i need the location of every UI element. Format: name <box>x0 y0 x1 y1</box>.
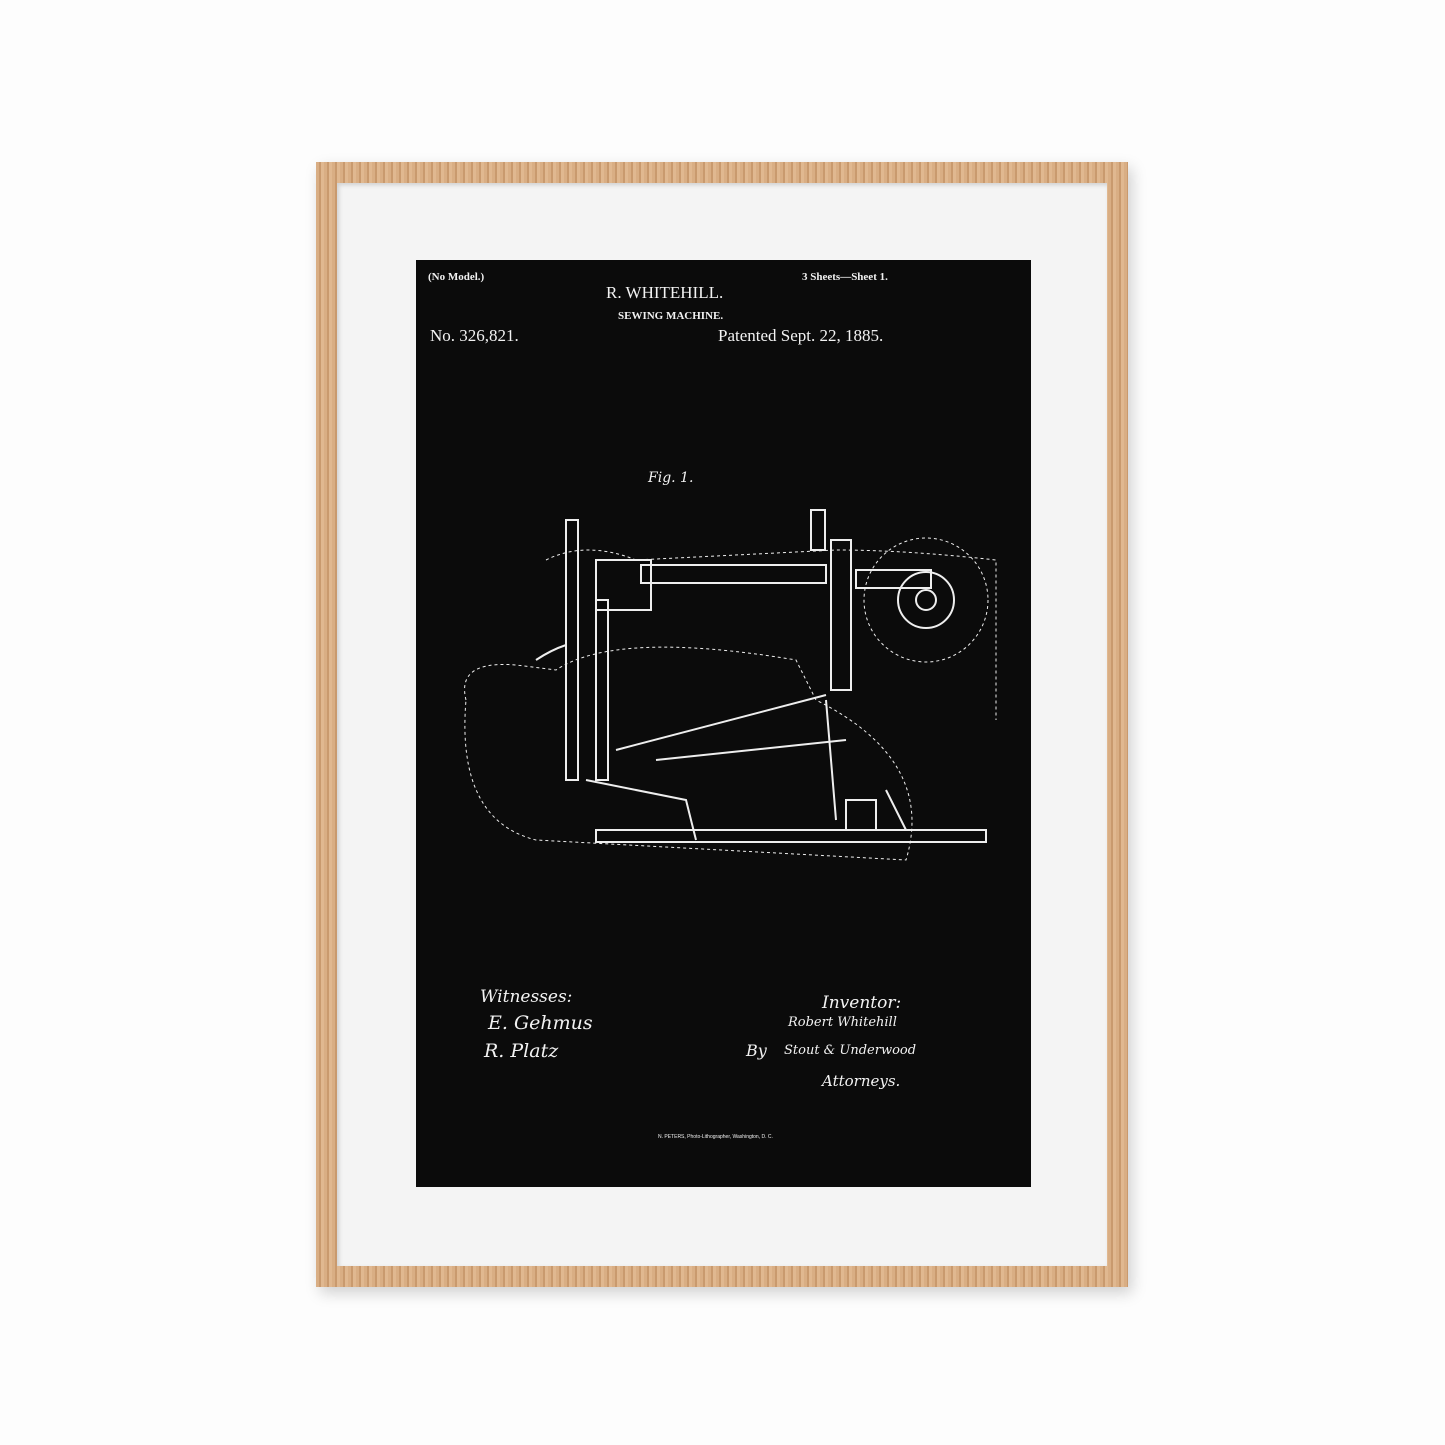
attorneys-signature: Stout & Underwood <box>784 1043 917 1058</box>
patent-print: (No Model.) 3 Sheets—Sheet 1. R. WHITEHI… <box>416 260 1031 1187</box>
printer-credit: N. PETERS, Photo-Lithographer, Washingto… <box>658 1134 773 1140</box>
no-model-label: (No Model.) <box>428 271 485 283</box>
wooden-frame: (No Model.) 3 Sheets—Sheet 1. R. WHITEHI… <box>316 162 1128 1287</box>
witness-signature-1: E. Gehmus <box>488 1012 593 1034</box>
inventor-heading: R. WHITEHILL. <box>606 283 724 302</box>
attorneys-label: Attorneys. <box>822 1072 901 1090</box>
patent-date: Patented Sept. 22, 1885. <box>718 326 884 345</box>
by-label: By <box>746 1041 767 1060</box>
white-mat: (No Model.) 3 Sheets—Sheet 1. R. WHITEHI… <box>337 183 1107 1266</box>
sheets-label: 3 Sheets—Sheet 1. <box>802 271 888 283</box>
figure-label: Fig. 1. <box>648 470 694 486</box>
witnesses-label: Witnesses: <box>480 987 573 1007</box>
patent-title: SEWING MACHINE. <box>618 310 724 322</box>
inventor-label: Inventor: <box>822 993 902 1013</box>
patent-number: No. 326,821. <box>430 326 519 345</box>
inventor-signature: Robert Whitehill <box>788 1015 897 1030</box>
witness-signature-2: R. Platz <box>484 1040 559 1062</box>
sewing-machine-drawing <box>464 509 997 861</box>
